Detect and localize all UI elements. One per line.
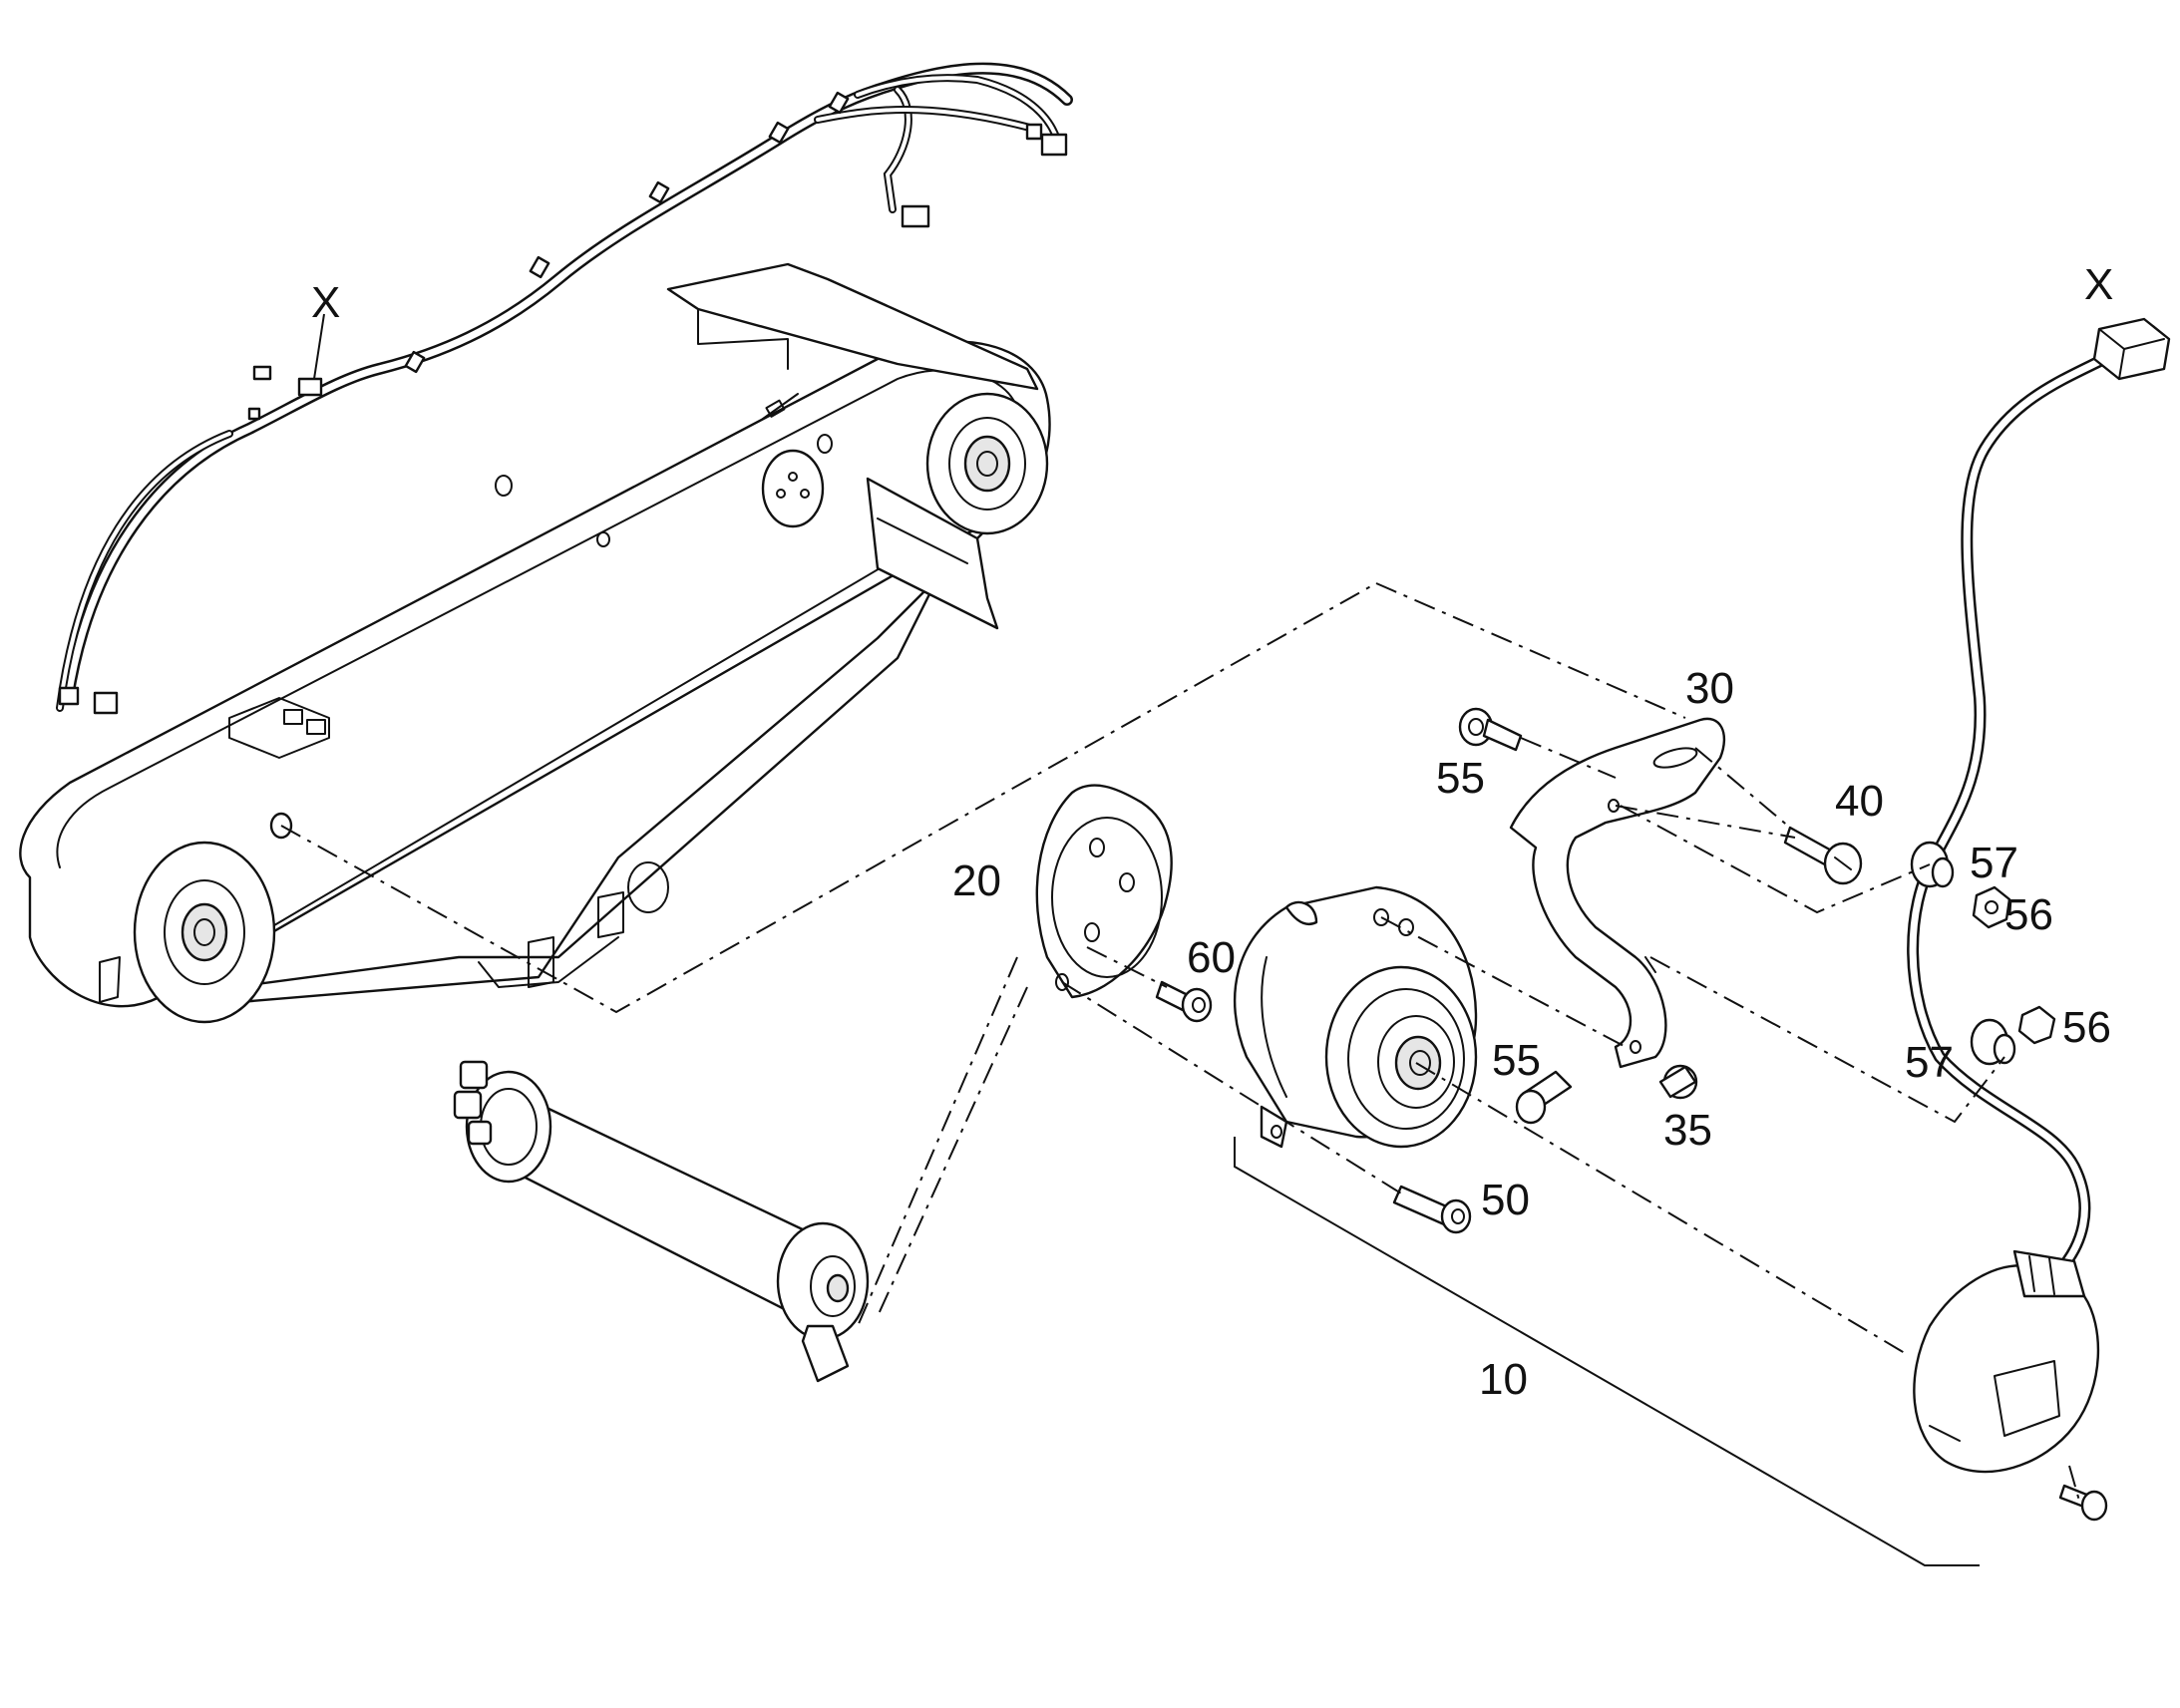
- leader-lines: [313, 313, 1980, 1566]
- sensor-cable: [1907, 317, 2171, 1522]
- label-part-20: 20: [952, 856, 1001, 905]
- part-labels: X X 10 20 30 35 40 50 55 55 56 56 57 57 …: [311, 260, 2113, 1404]
- connector-icon: [93, 691, 119, 715]
- assembly-axis-lines: [280, 582, 2080, 1502]
- sensor-bracket: [1509, 717, 1726, 1069]
- flange-plate: [1035, 784, 1173, 999]
- connector-icon: [58, 686, 80, 706]
- label-part-57-upper: 57: [1970, 839, 2018, 887]
- nut-icon: [1972, 885, 2011, 929]
- label-part-60: 60: [1187, 933, 1236, 982]
- label-part-40: 40: [1835, 777, 1884, 826]
- label-part-55-upper: 55: [1436, 754, 1485, 803]
- label-part-56-upper: 56: [2004, 890, 2053, 939]
- cap-screw: [1515, 1070, 1573, 1125]
- nut-icon: [453, 1060, 493, 1146]
- label-part-57-lower: 57: [1905, 1038, 1954, 1087]
- connector-icon: [1040, 133, 1068, 157]
- cap-screw: [1458, 707, 1523, 752]
- pivot-pin: [453, 1060, 870, 1383]
- label-part-10: 10: [1479, 1355, 1528, 1404]
- encoder-housing: [1234, 885, 1478, 1149]
- label-part-50: 50: [1481, 1176, 1530, 1224]
- label-part-56-lower: 56: [2062, 1003, 2111, 1052]
- flat-head-screw: [1658, 1064, 1698, 1100]
- label-x-right: X: [2084, 260, 2113, 309]
- label-x-left: X: [311, 278, 340, 327]
- cap-screw: [1155, 980, 1213, 1023]
- connector-icon: [901, 204, 930, 228]
- shoulder-screw: [1783, 826, 1863, 885]
- label-part-35: 35: [1663, 1106, 1712, 1155]
- label-part-30: 30: [1685, 664, 1734, 713]
- boom-arm: [19, 262, 1051, 1024]
- boom-wiring-harness: [56, 62, 1073, 715]
- cap-screw: [1392, 1185, 1472, 1234]
- connector-icon: [1025, 123, 1043, 141]
- nut-icon: [2017, 1005, 2056, 1045]
- connector-icon: [2092, 317, 2171, 381]
- label-part-55-lower: 55: [1492, 1036, 1541, 1085]
